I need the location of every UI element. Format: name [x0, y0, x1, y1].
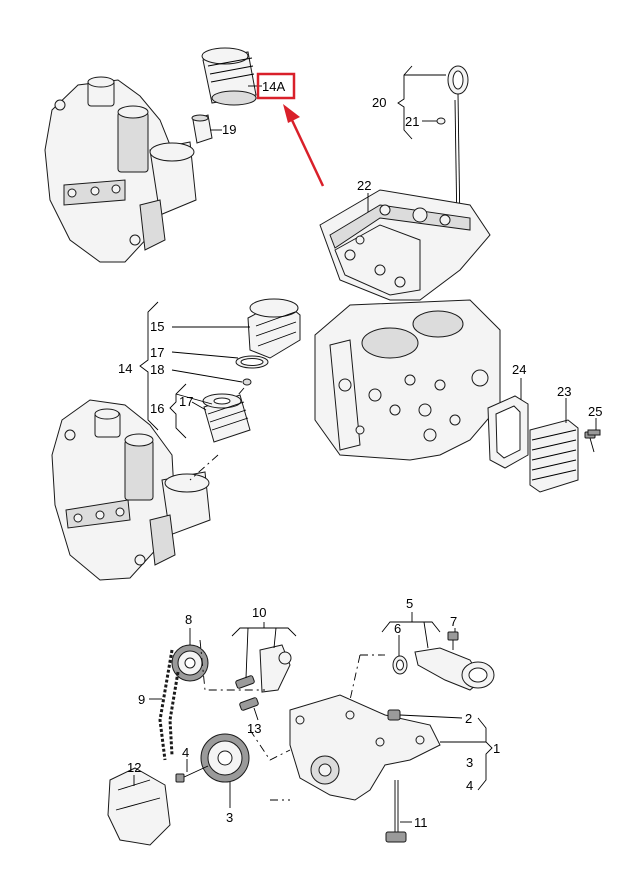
label-4-left: 4 [182, 745, 189, 760]
sprocket-8 [171, 644, 209, 682]
oil-filter-housing-top [44, 76, 197, 263]
cylinder-head-cover-22 [319, 189, 491, 301]
gasket-24 [487, 395, 529, 469]
label-13: 13 [247, 721, 261, 736]
label-15: 15 [150, 319, 164, 334]
label-8: 8 [185, 612, 192, 627]
suction-pipe-5 [414, 647, 495, 691]
bolt-2 [387, 709, 401, 721]
label-21: 21 [405, 114, 419, 129]
label-18: 18 [150, 362, 164, 377]
o-ring-6 [392, 655, 408, 675]
chain-tensioner-10 [235, 644, 292, 711]
label-22: 22 [357, 178, 371, 193]
label-10: 10 [252, 605, 266, 620]
sprocket-3 [200, 733, 250, 783]
bolt-25 [584, 429, 601, 453]
label-7: 7 [450, 614, 457, 629]
cover-12 [107, 767, 171, 846]
label-3-left: 3 [226, 810, 233, 825]
oil-filter-cartridge-14a [201, 47, 257, 106]
oil-filter-cap-15 [247, 298, 301, 359]
bolt-11 [385, 780, 407, 843]
label-2: 2 [465, 711, 472, 726]
label-14: 14 [118, 361, 132, 376]
part-labels: 14A 19 20 21 22 24 23 25 15 17 14 18 17 … [118, 79, 602, 830]
label-11: 11 [414, 815, 428, 830]
label-19: 19 [222, 122, 236, 137]
label-20: 20 [372, 95, 386, 110]
bolt-4 [175, 765, 209, 783]
seal-19 [191, 114, 213, 144]
seal-18 [242, 378, 252, 386]
highlight-box-14a [256, 72, 296, 100]
o-ring-17 [235, 355, 269, 369]
oil-cooler-23 [529, 419, 579, 493]
label-5: 5 [406, 596, 413, 611]
label-6: 6 [394, 621, 401, 636]
alignment-lines [189, 387, 385, 801]
bolt-7 [447, 631, 459, 650]
label-24: 24 [512, 362, 526, 377]
label-9: 9 [138, 692, 145, 707]
label-17-top: 17 [150, 345, 164, 360]
oil-pump [289, 694, 441, 801]
label-17-inner: 17 [179, 394, 193, 409]
leader-lines [133, 65, 597, 823]
label-12: 12 [127, 760, 141, 775]
label-1: 1 [493, 741, 500, 756]
o-ring-21 [436, 117, 446, 125]
label-4-right: 4 [466, 778, 473, 793]
filter-element-16 [202, 393, 251, 443]
label-3-right: 3 [466, 755, 473, 770]
highlight-arrow [283, 104, 325, 187]
label-23: 23 [557, 384, 571, 399]
oil-filter-housing-middle [51, 399, 211, 581]
label-14a: 14A [262, 79, 285, 94]
label-25: 25 [588, 404, 602, 419]
label-16: 16 [150, 401, 164, 416]
engine-block [314, 299, 501, 461]
chain-9 [158, 649, 180, 761]
